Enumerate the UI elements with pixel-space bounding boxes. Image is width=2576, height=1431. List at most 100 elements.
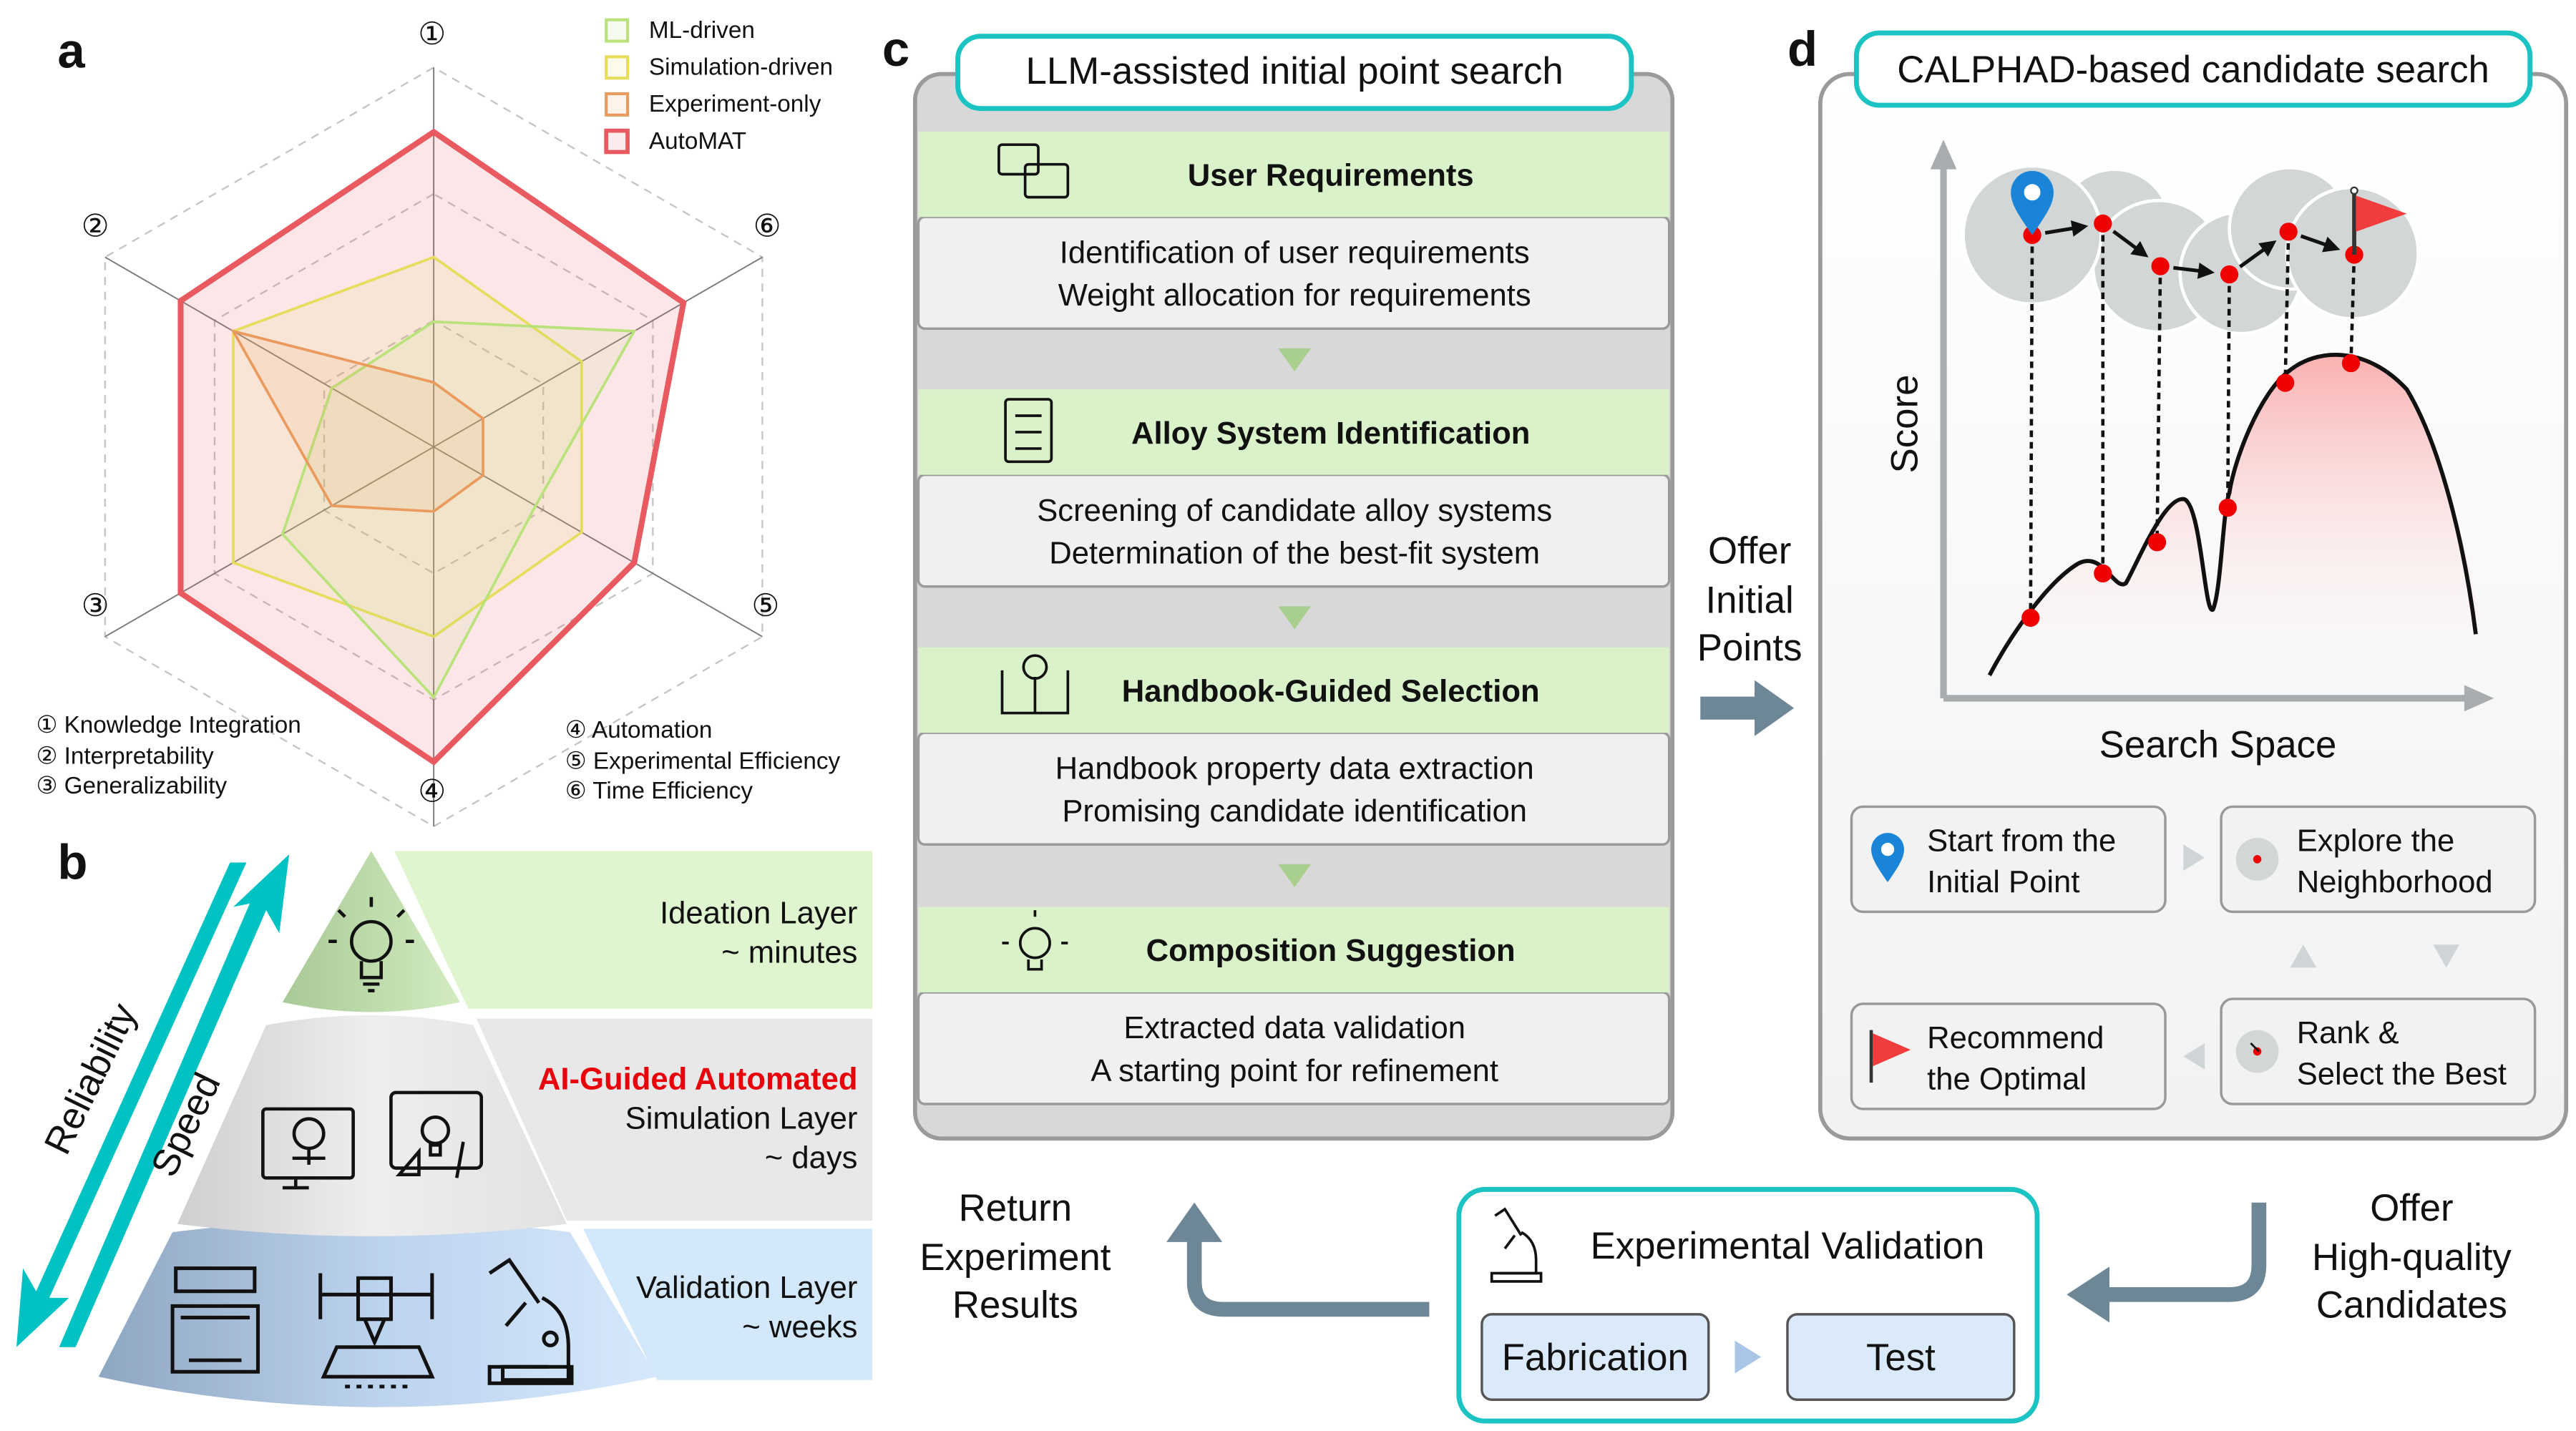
offer-candidates-text: High-quality — [2312, 1236, 2512, 1279]
legend-swatch — [604, 128, 630, 155]
search-step-label: Initial Point — [1927, 865, 2079, 899]
y-axis-arrow — [1930, 140, 1957, 170]
score-fill — [1989, 354, 2481, 698]
reliability-arrow — [16, 862, 247, 1347]
search-step-label: the Optimal — [1927, 1062, 2087, 1096]
search-step-label: Rank & — [2297, 1016, 2399, 1050]
furnace-icon — [170, 1266, 260, 1374]
microscope-icon — [487, 1257, 574, 1385]
ideation-layer-band — [394, 851, 873, 1009]
return-arrow — [1186, 1235, 1430, 1317]
return-results-text: Results — [952, 1284, 1078, 1326]
experimental-validation: Experimental Validation Fabrication Test — [1456, 1186, 2040, 1424]
radar-axis-numbers: ① ② ③ ④ ⑤ ⑥ — [82, 17, 781, 809]
axis-legend-item: ⑥ Time Efficiency — [565, 778, 753, 804]
red-dot — [2253, 855, 2262, 864]
axis-legend-item: ④ Automation — [565, 717, 713, 743]
llm-search-title: LLM-assisted initial point search — [1026, 50, 1563, 92]
speed-arrow — [59, 854, 290, 1347]
axis-legend-item: ③ Generalizability — [36, 773, 228, 799]
step-arrow-right — [2183, 844, 2205, 871]
validation-layer-title: Validation Layer — [636, 1271, 858, 1305]
red-dot — [2151, 257, 2170, 275]
arrowhead — [2322, 236, 2341, 253]
return-results: Return Experiment Results — [919, 1187, 1430, 1326]
red-dot — [2275, 373, 2295, 392]
offer-candidates: Offer High-quality Candidates — [2067, 1187, 2512, 1326]
axis-number-1: ① — [418, 17, 446, 52]
step-title: Handbook-Guided Selection — [1122, 674, 1540, 708]
panel-d: d CALPHAD-based candidate search Score S… — [1787, 21, 2569, 1141]
chat-icon — [997, 143, 1070, 199]
flag-icon — [2350, 186, 2407, 255]
test-box — [1786, 1313, 2016, 1401]
radar-series-experiment-only — [230, 329, 484, 513]
projection-line — [2225, 274, 2231, 508]
search-step-label: Start from the — [1927, 824, 2116, 858]
search-step-box: Rank &Select the Best — [2220, 997, 2537, 1105]
step-description: A starting point for refinement — [1091, 1054, 1498, 1088]
legend-label: ML-driven — [649, 17, 755, 44]
lightbulb-icon — [328, 897, 414, 992]
panel-c: c LLM-assisted initial point search User… — [882, 21, 1675, 1141]
panel-label-c: c — [882, 21, 909, 77]
calphad-title: CALPHAD-based candidate search — [1897, 49, 2489, 91]
calphad-title-box — [1853, 30, 2533, 108]
step-title: User Requirements — [1188, 159, 1474, 193]
return-results-text: Experiment — [919, 1236, 1111, 1279]
radar-axis-line — [433, 256, 763, 448]
location-pin-icon — [2011, 170, 2054, 235]
reliability-label: Reliability — [36, 997, 145, 1161]
y-axis-label: Score — [1883, 375, 1926, 474]
cone-middle-tier — [177, 1015, 567, 1236]
step-description: Extracted data validation — [1123, 1011, 1465, 1045]
ai-guided-highlight: AI-Guided Automated — [538, 1062, 858, 1096]
red-dot — [2253, 1047, 2262, 1056]
axis-legend-item: ② Interpretability — [36, 743, 214, 770]
legend-swatch — [605, 18, 630, 43]
radar-axis-line — [433, 446, 763, 638]
radar-axis-line — [104, 256, 434, 448]
arrowhead — [2258, 240, 2277, 257]
step-description: Promising candidate identification — [1062, 794, 1527, 829]
fabrication-box — [1480, 1313, 1710, 1401]
simulation-layer-title: Simulation Layer — [625, 1101, 858, 1135]
red-dot — [2094, 564, 2112, 583]
legend-label: Experiment-only — [649, 91, 821, 117]
llm-search-title-box — [955, 34, 1634, 112]
arrowhead — [2197, 262, 2215, 279]
arrowhead — [2070, 220, 2089, 237]
return-results-text: Return — [959, 1187, 1072, 1229]
axis-number-5: ⑤ — [751, 589, 779, 623]
red-dot — [2341, 353, 2361, 373]
step-header — [918, 131, 1669, 218]
projection-line — [2029, 235, 2034, 618]
validation-title: Experimental Validation — [1591, 1225, 1985, 1267]
red-dot — [2218, 498, 2237, 517]
radar-chart — [104, 66, 763, 828]
radar-series-ml-driven — [280, 320, 637, 700]
score-plot: Score Search Space — [1883, 140, 2494, 766]
offer-candidates-text: Offer — [2370, 1187, 2453, 1229]
offer-candidates-text: Candidates — [2316, 1284, 2507, 1326]
axis-legend: ① Knowledge Integration ② Interpretabili… — [36, 712, 841, 804]
clipboard-icon — [1004, 398, 1053, 464]
search-step-label: Neighborhood — [2297, 865, 2493, 899]
left-arrow-icon — [2067, 1266, 2109, 1323]
step-description: Identification of user requirements — [1060, 235, 1530, 270]
offer-initial-text: Offer — [1708, 530, 1791, 572]
axis-number-3: ③ — [82, 589, 109, 623]
panel-a: a ① ② ③ ④ ⑤ ⑥ ML-drivenSimulation-driven… — [36, 17, 841, 828]
step-header — [918, 647, 1669, 733]
validation-layer-time: ~ weeks — [742, 1310, 857, 1344]
red-dot — [2220, 265, 2239, 284]
step-title: Composition Suggestion — [1146, 934, 1516, 968]
search-step-label: Explore the — [2297, 824, 2455, 858]
axis-legend-item: ⑤ Experimental Efficiency — [565, 748, 841, 775]
3d-printer-icon — [318, 1273, 435, 1389]
